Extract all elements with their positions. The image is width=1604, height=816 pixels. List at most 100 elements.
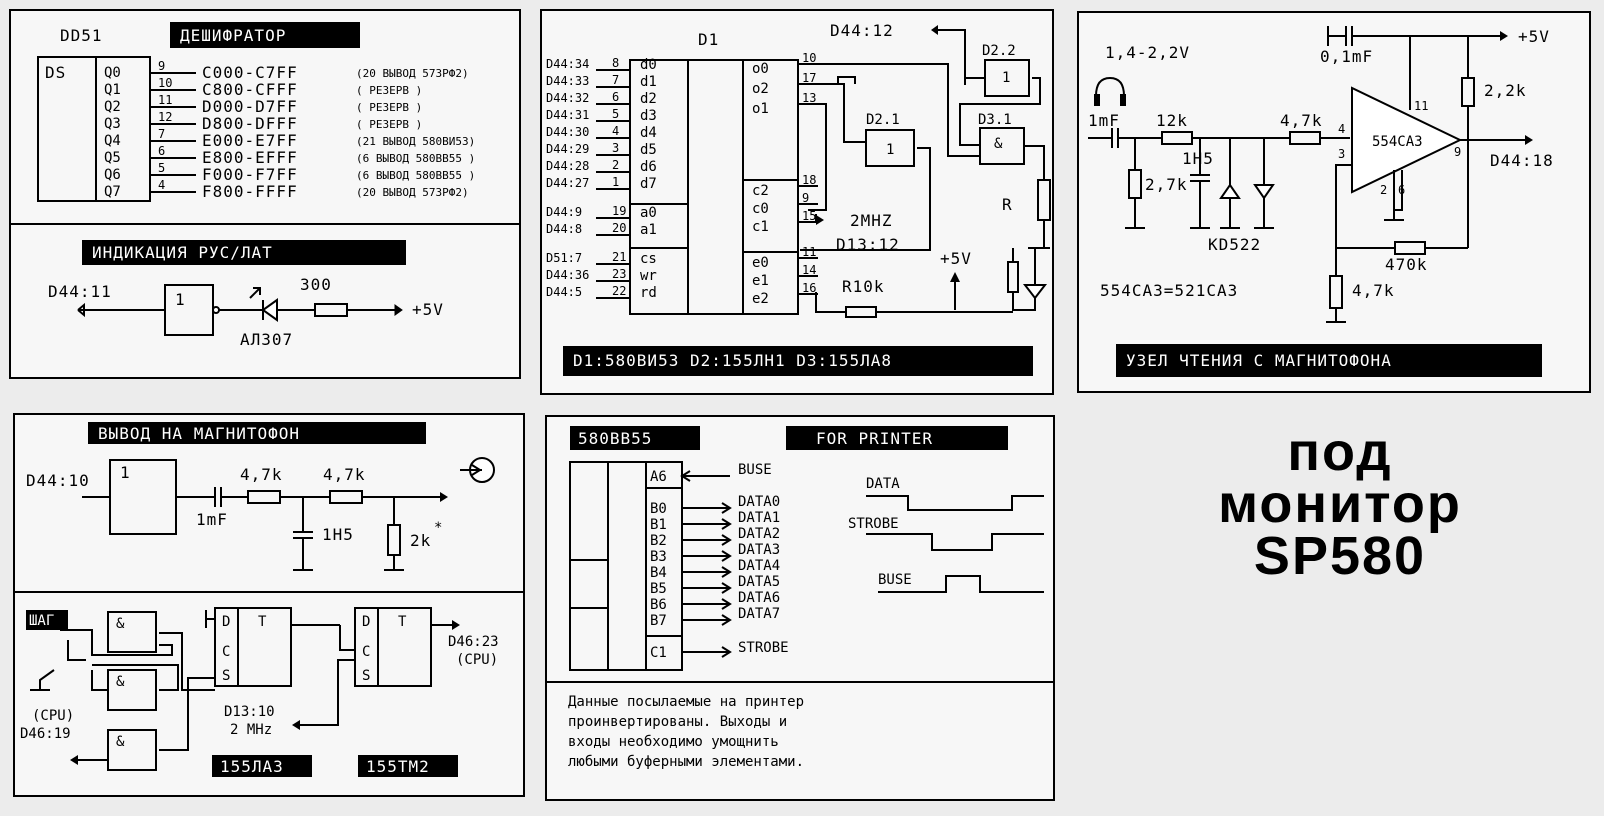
timer-left-pin-9: 20 (612, 221, 626, 235)
ff2-c: C (362, 644, 370, 660)
step-clk: D13:10 (224, 704, 275, 720)
decoder-output-1: Q1 (104, 82, 121, 98)
comparator-icon (1351, 86, 1463, 194)
decoder-pin-5: 6 (158, 144, 165, 158)
comparator-pin-2: 2 (1380, 183, 1387, 197)
printer-note-2: проинвертированы. Выходы и (568, 714, 787, 730)
printer-signal-8: DATA7 (738, 606, 780, 622)
caption: под монитор SP580 (1218, 422, 1460, 586)
decoder-pin-3: 12 (158, 110, 172, 124)
indication-panel: ИНДИКАЦИЯ РУС/ЛАТ D44:11 1 300 +5V АЛ307 (9, 223, 521, 379)
indication-led-label: АЛ307 (240, 330, 293, 349)
decoder-output-0: Q0 (104, 65, 121, 81)
ff1-d: D (222, 614, 230, 630)
tape-read-cap-top: 0,1mF (1320, 47, 1373, 66)
step-and-1: & (116, 616, 125, 632)
gate-d2-1-label: D2.1 (866, 112, 900, 128)
decoder-pin-4: 7 (158, 127, 165, 141)
step-and-3: & (116, 734, 125, 750)
timer-left-label-7: D44:27 (546, 176, 589, 190)
printer-signal-6: DATA5 (738, 574, 780, 590)
timer-left-name-0: d0 (640, 57, 657, 73)
timer-left-pin-11: 23 (612, 267, 626, 281)
step-out: D46:23 (448, 634, 499, 650)
tape-read-chip: 554CA3 (1372, 134, 1423, 150)
tape-read-c1h5: 1H5 (1182, 149, 1214, 168)
timer-left-name-12: rd (640, 285, 657, 301)
timer-left-pin-2: 6 (612, 90, 619, 104)
timer-left-label-9: D44:8 (546, 222, 582, 236)
timer-right-name-4: c0 (752, 201, 769, 217)
indication-input-label: D44:11 (48, 282, 112, 301)
timer-right-name-5: c1 (752, 219, 769, 235)
timer-right-name-3: c2 (752, 183, 769, 199)
decoder-note-2: ( РЕЗЕРВ ) (356, 101, 422, 114)
timer-left-pin-5: 3 (612, 141, 619, 155)
decoder-range-4: E000-E7FF (202, 131, 298, 150)
timer-left-label-4: D44:30 (546, 125, 589, 139)
tape-read-r470k: 470k (1385, 255, 1428, 274)
indication-gate: 1 (175, 290, 186, 309)
printer-port-9: C1 (650, 645, 667, 661)
flipflop-2 (354, 607, 432, 687)
diode-2-icon (1253, 184, 1275, 200)
timer-d13-12-label: D13:12 (836, 235, 900, 254)
printer-note-3: входы необходимо умощнить (568, 734, 779, 750)
decoder-range-1: C800-CFFF (202, 80, 298, 99)
decoder-output-7: Q7 (104, 184, 121, 200)
timer-left-name-7: d7 (640, 176, 657, 192)
printer-signal-1: DATA0 (738, 494, 780, 510)
step-in-cpu: (CPU) (32, 708, 74, 724)
step-clk-freq: 2 MHz (230, 722, 272, 738)
timer-left-name-2: d2 (640, 91, 657, 107)
ff2-s: S (362, 668, 370, 684)
printer-signal-3: DATA2 (738, 526, 780, 542)
timer-left-label-3: D44:31 (546, 108, 589, 122)
tape-read-panel: 1,4-2,2V 1mF 12k 4,7k 2,7k 1H5 KD522 (1077, 11, 1591, 393)
wave-data-label: DATA (866, 476, 900, 492)
timer-left-pin-3: 5 (612, 107, 619, 121)
decoder-range-5: E800-EFFF (202, 148, 298, 167)
tape-read-voltage: 1,4-2,2V (1105, 43, 1190, 62)
gate-d2-1 (865, 129, 915, 167)
indication-title: ИНДИКАЦИЯ РУС/ЛАТ (92, 243, 273, 262)
decoder-pin-2: 11 (158, 93, 172, 107)
tape-read-r12k: 12k (1156, 111, 1188, 130)
decoder-output-2: Q2 (104, 99, 121, 115)
decoder-range-3: D800-DFFF (202, 114, 298, 133)
comparator-pin-9: 9 (1454, 145, 1461, 159)
printer-port-4: B3 (650, 549, 667, 565)
tape-write-star: * (434, 520, 442, 536)
timer-right-pin-8: 16 (802, 281, 816, 295)
tape-read-output: D44:18 (1490, 151, 1554, 170)
tape-read-r22k: 2,2k (1484, 81, 1527, 100)
timer-right-pin-0: 10 (802, 51, 816, 65)
timer-right-pin-1: 17 (802, 71, 816, 85)
decoder-pin-1: 10 (158, 76, 172, 90)
gate-d2-1-symbol: 1 (886, 142, 894, 158)
decoder-note-7: (20 ВЫВОД 573РФ2) (356, 186, 469, 199)
timer-right-pin-3: 18 (802, 173, 816, 187)
step-out-cpu: (CPU) (456, 652, 498, 668)
timer-left-pin-8: 19 (612, 204, 626, 218)
printer-port-1: B0 (650, 501, 667, 517)
ff2-d: D (362, 614, 370, 630)
timer-left-name-1: d1 (640, 74, 657, 90)
wave-strobe-label: STROBE (848, 516, 899, 532)
comparator-pin-3: 3 (1338, 147, 1345, 161)
printer-note-4: любыми буферными элементами. (568, 754, 804, 770)
tape-read-equiv: 554CA3=521CA3 (1100, 281, 1238, 300)
step-label: ШАГ (29, 613, 54, 629)
decoder-output-5: Q5 (104, 150, 121, 166)
timer-clock-label: 2MHZ (850, 211, 893, 230)
timer-left-label-6: D44:28 (546, 159, 589, 173)
decoder-ds-label: DS (45, 63, 66, 82)
ff1-t: T (258, 614, 267, 630)
timer-left-label-1: D44:33 (546, 74, 589, 88)
decoder-note-6: (6 ВЫВОД 580ВВ55 ) (356, 169, 475, 182)
decoder-output-3: Q3 (104, 116, 121, 132)
timer-right-name-6: e0 (752, 255, 769, 271)
timer-left-name-11: wr (640, 268, 657, 284)
